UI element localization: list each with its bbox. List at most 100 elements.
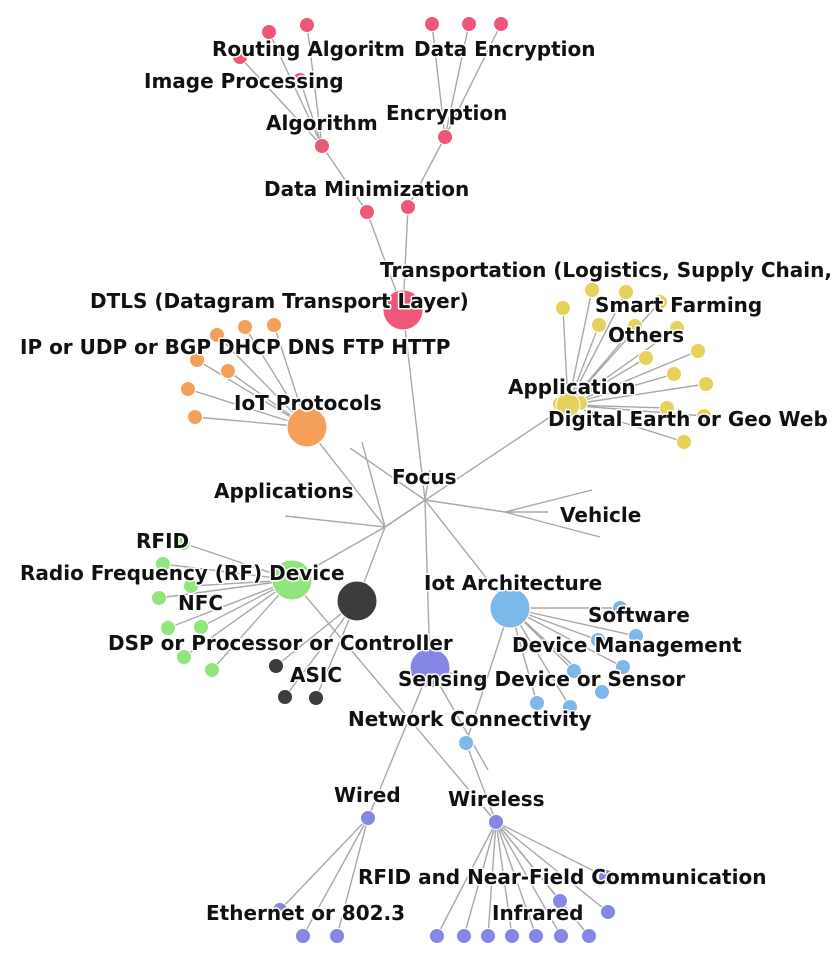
label-smart-farming[interactable]: Smart Farming (594, 292, 764, 319)
protocol-leaf-4[interactable] (220, 363, 236, 379)
wireless-leaf-9[interactable] (598, 869, 614, 885)
label-wired[interactable]: Wired (333, 782, 403, 809)
algorithm-leaf-0[interactable] (261, 24, 277, 40)
label-application[interactable]: Application (507, 374, 638, 401)
label-wireless[interactable]: Wireless (447, 786, 547, 813)
protocol-leaf-3[interactable] (189, 352, 205, 368)
label-ip-udp[interactable]: IP or UDP or BGP DHCP DNS FTP HTTP (19, 334, 452, 361)
hardware-leaf-2[interactable] (308, 690, 324, 706)
label-vehicle[interactable]: Vehicle (559, 502, 643, 529)
encryption-leaf-1[interactable] (461, 16, 477, 32)
label-asic[interactable]: ASIC (289, 662, 344, 689)
label-focus[interactable]: Focus (391, 464, 459, 491)
label-data-encryption[interactable]: Data Encryption (413, 36, 597, 63)
iot-protocols-hub[interactable] (286, 406, 328, 448)
wireless-leaf-3[interactable] (504, 928, 520, 944)
rf-device-leaf-6[interactable] (176, 649, 192, 665)
wireless-leaf-8[interactable] (600, 904, 616, 920)
data-minimization-node-b[interactable] (400, 199, 416, 215)
application-leaf-5[interactable] (627, 318, 643, 334)
protocol-leaf-1[interactable] (237, 319, 253, 335)
wireless-leaf-1[interactable] (456, 928, 472, 944)
architecture-leaf-0[interactable] (612, 600, 628, 616)
application-leaf-11[interactable] (659, 400, 675, 416)
application-leaf-4[interactable] (591, 317, 607, 333)
protocol-leaf-6[interactable] (187, 409, 203, 425)
label-ethernet[interactable]: Ethernet or 802.3 (205, 900, 407, 927)
algorithm-leaf-3[interactable] (292, 72, 308, 88)
application-leaf-8[interactable] (690, 343, 706, 359)
algorithm-node[interactable] (314, 138, 330, 154)
wired-leaf-0[interactable] (272, 902, 288, 918)
algorithm-leaf-2[interactable] (232, 49, 248, 65)
label-nfc[interactable]: NFC (177, 590, 225, 617)
hardware-hub[interactable] (336, 580, 378, 622)
rf-device-leaf-4[interactable] (160, 620, 176, 636)
hardware-leaf-1[interactable] (277, 689, 293, 705)
architecture-leaf-7[interactable] (562, 699, 578, 715)
wireless-leaf-2[interactable] (480, 928, 496, 944)
architecture-leaf-6[interactable] (529, 695, 545, 711)
wireless-leaf-6[interactable] (581, 928, 597, 944)
rf-device-leaf-5[interactable] (193, 619, 209, 635)
label-dsp[interactable]: DSP or Processor or Controller (107, 630, 455, 657)
architecture-leaf-1[interactable] (590, 632, 606, 648)
application-leaf-0[interactable] (555, 300, 571, 316)
protocol-leaf-2[interactable] (266, 317, 282, 333)
wired-leaf-2[interactable] (329, 928, 345, 944)
rf-device-leaf-7[interactable] (204, 662, 220, 678)
wired-leaf-1[interactable] (295, 928, 311, 944)
rf-device-leaf-3[interactable] (151, 590, 167, 606)
label-encryption[interactable]: Encryption (385, 100, 509, 127)
rf-device-leaf-0[interactable] (175, 535, 191, 551)
rf-device-leaf-2[interactable] (183, 578, 199, 594)
label-data-minimization[interactable]: Data Minimization (263, 176, 471, 203)
security-hub[interactable] (382, 289, 424, 331)
wireless-leaf-4[interactable] (528, 928, 544, 944)
architecture-leaf-2[interactable] (628, 628, 644, 644)
label-rfid[interactable]: RFID (135, 528, 191, 555)
label-sensing-device[interactable]: Sensing Device or Sensor (397, 666, 687, 693)
rf-device-hub[interactable] (271, 559, 313, 601)
rf-device-leaf-1[interactable] (155, 556, 171, 572)
iot-architecture-hub[interactable] (489, 587, 531, 629)
encryption-leaf-2[interactable] (493, 16, 509, 32)
application-leaf-3[interactable] (652, 294, 668, 310)
application-leaf-2[interactable] (618, 284, 634, 300)
label-algorithm[interactable]: Algorithm (265, 110, 380, 137)
label-routing-algorithm[interactable]: Routing Algoritm (211, 36, 407, 63)
architecture-leaf-5[interactable] (594, 684, 610, 700)
label-transportation[interactable]: Transportation (Logistics, Supply Chain, (379, 257, 833, 284)
label-applications[interactable]: Applications (213, 478, 355, 505)
label-rfid-nfc[interactable]: RFID and Near-Field Communication (357, 864, 768, 891)
label-iot-architecture[interactable]: Iot Architecture (423, 570, 604, 597)
application-leaf-6[interactable] (669, 320, 685, 336)
application-leaf-7[interactable] (638, 350, 654, 366)
hardware-leaf-0[interactable] (268, 658, 284, 674)
encryption-leaf-0[interactable] (424, 16, 440, 32)
application-leaf-9[interactable] (666, 366, 682, 382)
sensing-leaf[interactable] (473, 673, 487, 687)
wireless-leaf-0[interactable] (429, 928, 445, 944)
label-rf-device[interactable]: Radio Frequency (RF) Device (19, 560, 347, 587)
label-others[interactable]: Others (607, 322, 686, 349)
wireless-node[interactable] (488, 814, 504, 830)
application-leaf-1[interactable] (584, 282, 600, 298)
encryption-node[interactable] (437, 129, 453, 145)
label-software[interactable]: Software (587, 602, 692, 629)
application-leaf-12[interactable] (696, 408, 712, 424)
label-device-management[interactable]: Device Management (511, 632, 744, 659)
wired-node[interactable] (360, 810, 376, 826)
protocol-leaf-5[interactable] (180, 381, 196, 397)
label-digital-earth[interactable]: Digital Earth or Geo Web (547, 406, 830, 433)
label-iot-protocols[interactable]: IoT Protocols (233, 390, 384, 417)
sensing-device-hub[interactable] (409, 647, 451, 689)
application-hub[interactable] (555, 392, 581, 418)
application-leaf-10[interactable] (698, 376, 714, 392)
protocol-leaf-0[interactable] (209, 327, 225, 343)
label-infrared[interactable]: Infrared (491, 900, 585, 927)
label-image-processing[interactable]: Image Processing (143, 68, 346, 95)
network-connectivity-node[interactable] (458, 735, 474, 751)
label-network-connectivity[interactable]: Network Connectivity (347, 706, 593, 733)
architecture-leaf-4[interactable] (615, 659, 631, 675)
